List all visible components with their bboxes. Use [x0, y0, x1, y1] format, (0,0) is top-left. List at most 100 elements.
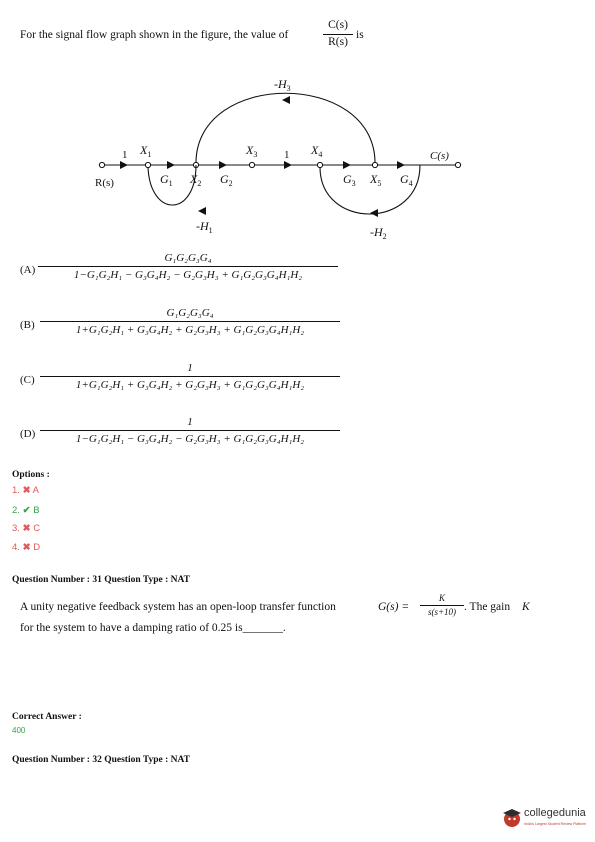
question-prefix: For the signal flow graph shown in the f…	[20, 29, 289, 41]
option-item-1[interactable]: 1. ✖ A	[12, 485, 39, 496]
label-h2: -H2	[370, 225, 387, 241]
option-item-4[interactable]: 4. ✖ D	[12, 542, 40, 553]
arrow-h3	[282, 96, 290, 104]
answer-blank: _______	[242, 622, 283, 634]
fraction-bar	[420, 605, 464, 606]
transfer-function-fraction: K s(s+10)	[420, 594, 464, 617]
label-x3: X3	[245, 143, 257, 159]
label-g2: G2	[220, 172, 233, 188]
loop-h2	[319, 164, 421, 215]
collegedunia-logo: collegedunia India's Largest Student Rev…	[500, 803, 590, 831]
cross-icon: ✖	[22, 542, 31, 553]
node-x4	[316, 161, 324, 169]
arrow-r-x1	[120, 161, 128, 169]
label-input: R(s)	[95, 177, 114, 189]
option-number: 3.	[12, 523, 20, 534]
choice-denominator: 1+G₁G₂H₁ + G₃G₄H₂ + G₂G₃H₃ + G₁G₂G₃G₄H₁H…	[75, 378, 305, 391]
choice-denominator: 1+G₁G₂H₁ + G₃G₄H₂ + G₂G₃H₃ + G₁G₂G₃G₄H₁H…	[75, 323, 305, 336]
label-h3: -H3	[274, 77, 291, 93]
node-r	[98, 161, 106, 169]
arrow-x2-x3	[219, 161, 227, 169]
loop-h1	[147, 164, 197, 206]
question-32-header: Question Number : 32 Question Type : NAT	[12, 755, 190, 765]
node-x5	[371, 161, 379, 169]
options-heading: Options :	[12, 470, 50, 480]
signal-flow-graph: R(s) C(s) 1 1 X1 X2 X3 X4 X5 G1 G2 G3 G4…	[95, 77, 462, 241]
option-number: 1.	[12, 485, 20, 496]
option-letter: B	[33, 505, 40, 516]
correct-answer-label: Correct Answer :	[12, 712, 82, 722]
correct-answer-value: 400	[12, 726, 26, 735]
tf-numerator: K	[438, 593, 445, 603]
label-x2: X2	[189, 172, 201, 188]
loop-h3	[195, 92, 376, 164]
question-31-text-3-content: for the system to have a damping ratio o…	[20, 622, 243, 634]
option-letter: D	[33, 542, 41, 553]
choice-d: (D) 1 1−G₁G₂H₁ − G₃G₄H₂ − G₂G₃H₃ + G₁G₂G…	[20, 416, 340, 460]
label-output: C(s)	[430, 150, 449, 162]
option-number: 4.	[12, 542, 20, 553]
fraction-bar	[40, 375, 340, 377]
arrow-x1-x2	[167, 161, 175, 169]
choice-fraction: G₁G₂G₃G₄ 1+G₁G₂H₁ + G₃G₄H₂ + G₂G₃H₃ + G₁…	[40, 307, 340, 336]
cross-icon: ✖	[22, 485, 31, 496]
choice-c: (C) 1 1+G₁G₂H₁ + G₃G₄H₂ + G₂G₃H₃ + G₁G₂G…	[20, 362, 340, 406]
question-31-header: Question Number : 31 Question Type : NAT	[12, 575, 190, 585]
choice-denominator: 1−G₁G₂H₁ − G₃G₄H₂ − G₂G₃H₃ + G₁G₂G₃G₄H₁H…	[75, 432, 305, 445]
arrow-x3-x4	[284, 161, 292, 169]
choice-numerator: G₁G₂G₃G₄	[164, 252, 212, 264]
option-number: 2.	[12, 505, 20, 516]
choice-fraction: 1 1+G₁G₂H₁ + G₃G₄H₂ + G₂G₃H₃ + G₁G₂G₃G₄H…	[40, 362, 340, 391]
question-31-body: A unity negative feedback system has an …	[20, 594, 590, 638]
question-31-text-2: . The gain	[464, 601, 511, 613]
arrow-h2	[370, 209, 378, 217]
fraction-bar	[38, 265, 338, 267]
choice-label: (C)	[20, 374, 35, 386]
question-suffix: is	[356, 29, 364, 41]
arrow-x5-c	[397, 161, 405, 169]
choice-numerator: G₁G₂G₃G₄	[166, 307, 214, 319]
cross-icon: ✖	[22, 523, 31, 534]
question-31-gain: K	[522, 601, 530, 613]
choice-denominator: 1−G₁G₂H₁ − G₃G₄H₂ − G₂G₃H₃ + G₁G₂G₃G₄H₁H…	[73, 268, 303, 281]
question-31-text-3: for the system to have a damping ratio o…	[20, 622, 286, 634]
label-g3: G3	[343, 172, 356, 188]
option-letter: C	[33, 523, 41, 534]
label-x1: X1	[139, 143, 151, 159]
logo-tagline: India's Largest Student Review Platform	[524, 822, 587, 826]
choice-a: (A) G₁G₂G₃G₄ 1−G₁G₂H₁ − G₃G₄H₂ − G₂G₃H₃ …	[20, 252, 340, 296]
tf-denominator: s(s+10)	[427, 607, 457, 617]
choice-label: (B)	[20, 319, 35, 331]
logo-wordmark: collegedunia	[524, 807, 586, 819]
label-g1: G1	[160, 172, 173, 188]
option-item-2[interactable]: 2. ✔ B	[12, 505, 40, 516]
label-gain-1a: 1	[122, 149, 128, 161]
choice-label: (D)	[20, 428, 36, 440]
option-item-3[interactable]: 3. ✖ C	[12, 523, 40, 534]
choice-fraction: 1 1−G₁G₂H₁ − G₃G₄H₂ − G₂G₃H₃ + G₁G₂G₃G₄H…	[40, 416, 340, 445]
label-g4: G4	[400, 172, 413, 188]
ratio-numerator: C(s)	[328, 19, 348, 31]
ratio-denominator: R(s)	[328, 35, 348, 48]
choice-b: (B) G₁G₂G₃G₄ 1+G₁G₂H₁ + G₃G₄H₂ + G₂G₃H₃ …	[20, 307, 340, 351]
label-x5: X5	[369, 172, 381, 188]
question-30-prompt: For the signal flow graph shown in the f…	[20, 18, 575, 58]
arrow-x4-x5	[343, 161, 351, 169]
question-31-period: .	[282, 622, 286, 634]
choice-fraction: G₁G₂G₃G₄ 1−G₁G₂H₁ − G₃G₄H₂ − G₂G₃H₃ + G₁…	[38, 252, 338, 281]
arrow-h1	[198, 207, 206, 215]
check-icon: ✔	[22, 505, 31, 516]
transfer-ratio: C(s) R(s)	[323, 19, 353, 48]
node-x1	[144, 161, 152, 169]
fraction-bar	[323, 33, 353, 35]
fraction-bar	[40, 320, 340, 322]
choice-label: (A)	[20, 264, 36, 276]
fraction-bar	[40, 429, 340, 431]
label-x4: X4	[310, 143, 322, 159]
label-gain-1b: 1	[284, 149, 290, 161]
node-x3	[248, 161, 256, 169]
node-c	[454, 161, 462, 169]
choice-numerator: 1	[187, 416, 193, 428]
question-31-text-1: A unity negative feedback system has an …	[20, 601, 336, 613]
logo-mascot-icon	[503, 809, 521, 827]
